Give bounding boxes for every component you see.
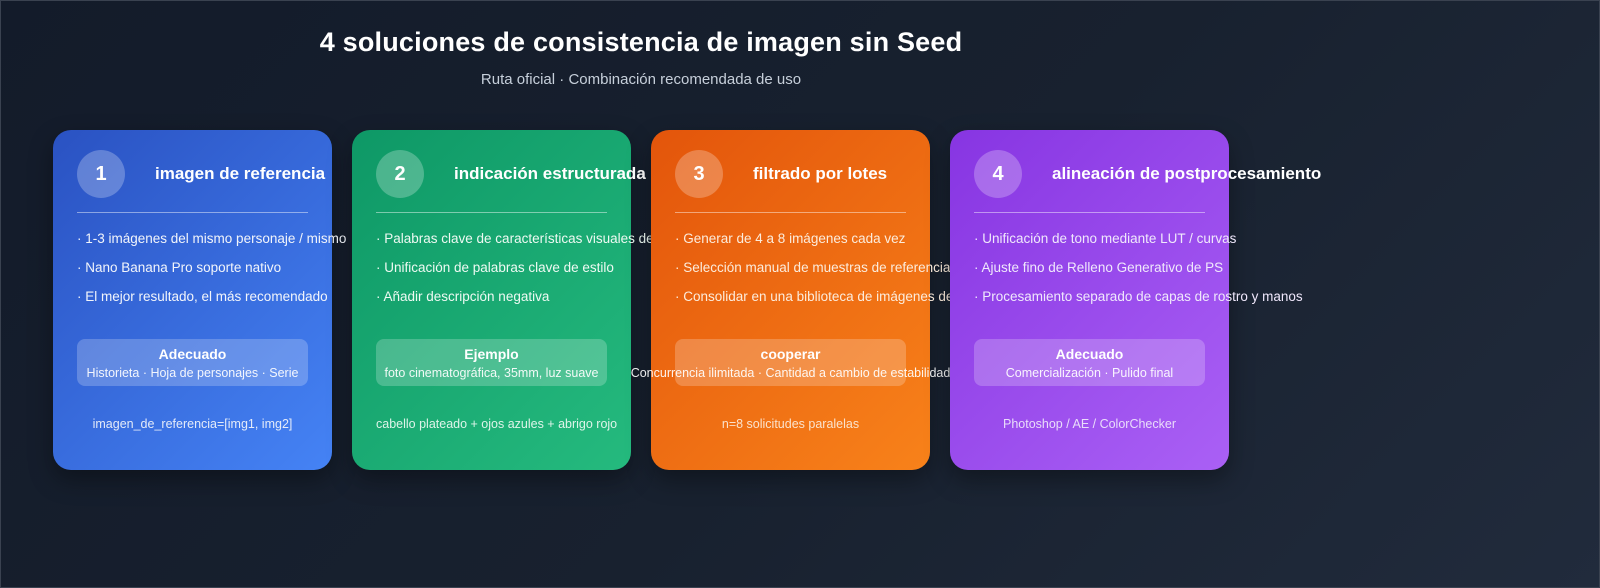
bullet-item: · Procesamiento separado de capas de ros…	[974, 289, 1303, 304]
card-number: 3	[693, 162, 705, 185]
bullet-item: · Ajuste fino de Relleno Generativo de P…	[974, 260, 1224, 275]
card-footer: n=8 solicitudes paralelas	[721, 417, 860, 431]
divider	[675, 212, 906, 213]
badge-subtitle: Comercialización · Pulido final	[1005, 365, 1174, 380]
bullet-item: · El mejor resultado, el más recomendado	[77, 289, 328, 304]
badge-subtitle: foto cinematográfica, 35mm, luz suave	[384, 365, 599, 380]
suitability-badge: Adecuado Comercialización · Pulido final	[974, 339, 1205, 386]
bullet-item: · Selección manual de muestras de refere…	[675, 260, 951, 275]
cards-row: 1 imagen de referencia · 1-3 imágenes de…	[1, 130, 1321, 470]
bullet-list: · Generar de 4 a 8 imágenes cada vez · S…	[675, 224, 954, 311]
bullet-item: · Añadir descripción negativa	[376, 289, 550, 304]
badge-title: Adecuado	[1055, 345, 1124, 362]
badge-title: cooperar	[760, 345, 821, 362]
bullet-item: · Nano Banana Pro soporte nativo	[77, 260, 282, 275]
card-number-circle: 3	[675, 150, 723, 198]
bullet-item: · Palabras clave de características visu…	[376, 231, 654, 246]
page-title: 4 soluciones de consistencia de imagen s…	[319, 27, 963, 57]
card-indicacion-estructurada: 2 indicación estructurada · Palabras cla…	[352, 130, 654, 470]
card-title: imagen de referencia	[155, 164, 326, 183]
card-imagen-de-referencia: 1 imagen de referencia · 1-3 imágenes de…	[53, 130, 347, 470]
card-header: 1 imagen de referencia	[77, 150, 325, 198]
bullet-item: · Consolidar en una biblioteca de imágen…	[675, 289, 954, 304]
card-number-circle: 2	[376, 150, 424, 198]
card-title: filtrado por lotes	[753, 164, 888, 183]
bullet-item: · Unificación de tono mediante LUT / cur…	[974, 231, 1237, 246]
card-number-circle: 4	[974, 150, 1022, 198]
badge-title: Ejemplo	[464, 345, 519, 362]
suitability-badge: Adecuado Historieta · Hoja de personajes…	[77, 339, 308, 386]
card-title: alineación de postprocesamiento	[1052, 164, 1322, 183]
card-header: 4 alineación de postprocesamiento	[974, 150, 1321, 198]
divider	[77, 212, 308, 213]
bullet-item: · Unificación de palabras clave de estil…	[376, 260, 614, 275]
card-title: indicación estructurada	[454, 164, 646, 183]
card-number: 1	[95, 162, 107, 185]
page-subtitle: Ruta oficial · Combinación recomendada d…	[480, 71, 802, 88]
card-number: 2	[394, 162, 406, 185]
bullet-item: · Generar de 4 a 8 imágenes cada vez	[675, 231, 906, 246]
divider	[376, 212, 607, 213]
bullet-list: · Palabras clave de características visu…	[376, 224, 654, 311]
cooperate-badge: cooperar Concurrencia ilimitada · Cantid…	[631, 339, 950, 386]
card-header: 2 indicación estructurada	[376, 150, 646, 198]
card-number: 4	[992, 162, 1004, 185]
card-footer: Photoshop / AE / ColorChecker	[1002, 417, 1176, 431]
card-footer: cabello plateado + ojos azules + abrigo …	[376, 417, 618, 431]
card-footer: imagen_de_referencia=[img1, img2]	[92, 417, 293, 431]
bullet-list: · 1-3 imágenes del mismo personaje / mis…	[77, 224, 347, 311]
bullet-item: · 1-3 imágenes del mismo personaje / mis…	[77, 231, 347, 246]
card-alineacion-postprocesamiento: 4 alineación de postprocesamiento · Unif…	[950, 130, 1321, 470]
card-number-circle: 1	[77, 150, 125, 198]
content-area: 4 soluciones de consistencia de imagen s…	[1, 27, 1321, 470]
example-badge: Ejemplo foto cinematográfica, 35mm, luz …	[376, 339, 607, 386]
card-header: 3 filtrado por lotes	[675, 150, 906, 198]
badge-subtitle: Historieta · Hoja de personajes · Serie	[86, 365, 299, 380]
badge-title: Adecuado	[158, 345, 227, 362]
divider	[974, 212, 1205, 213]
bullet-list: · Unificación de tono mediante LUT / cur…	[974, 224, 1303, 311]
card-filtrado-por-lotes: 3 filtrado por lotes · Generar de 4 a 8 …	[631, 130, 954, 470]
badge-subtitle: Concurrencia ilimitada · Cantidad a camb…	[630, 365, 951, 380]
